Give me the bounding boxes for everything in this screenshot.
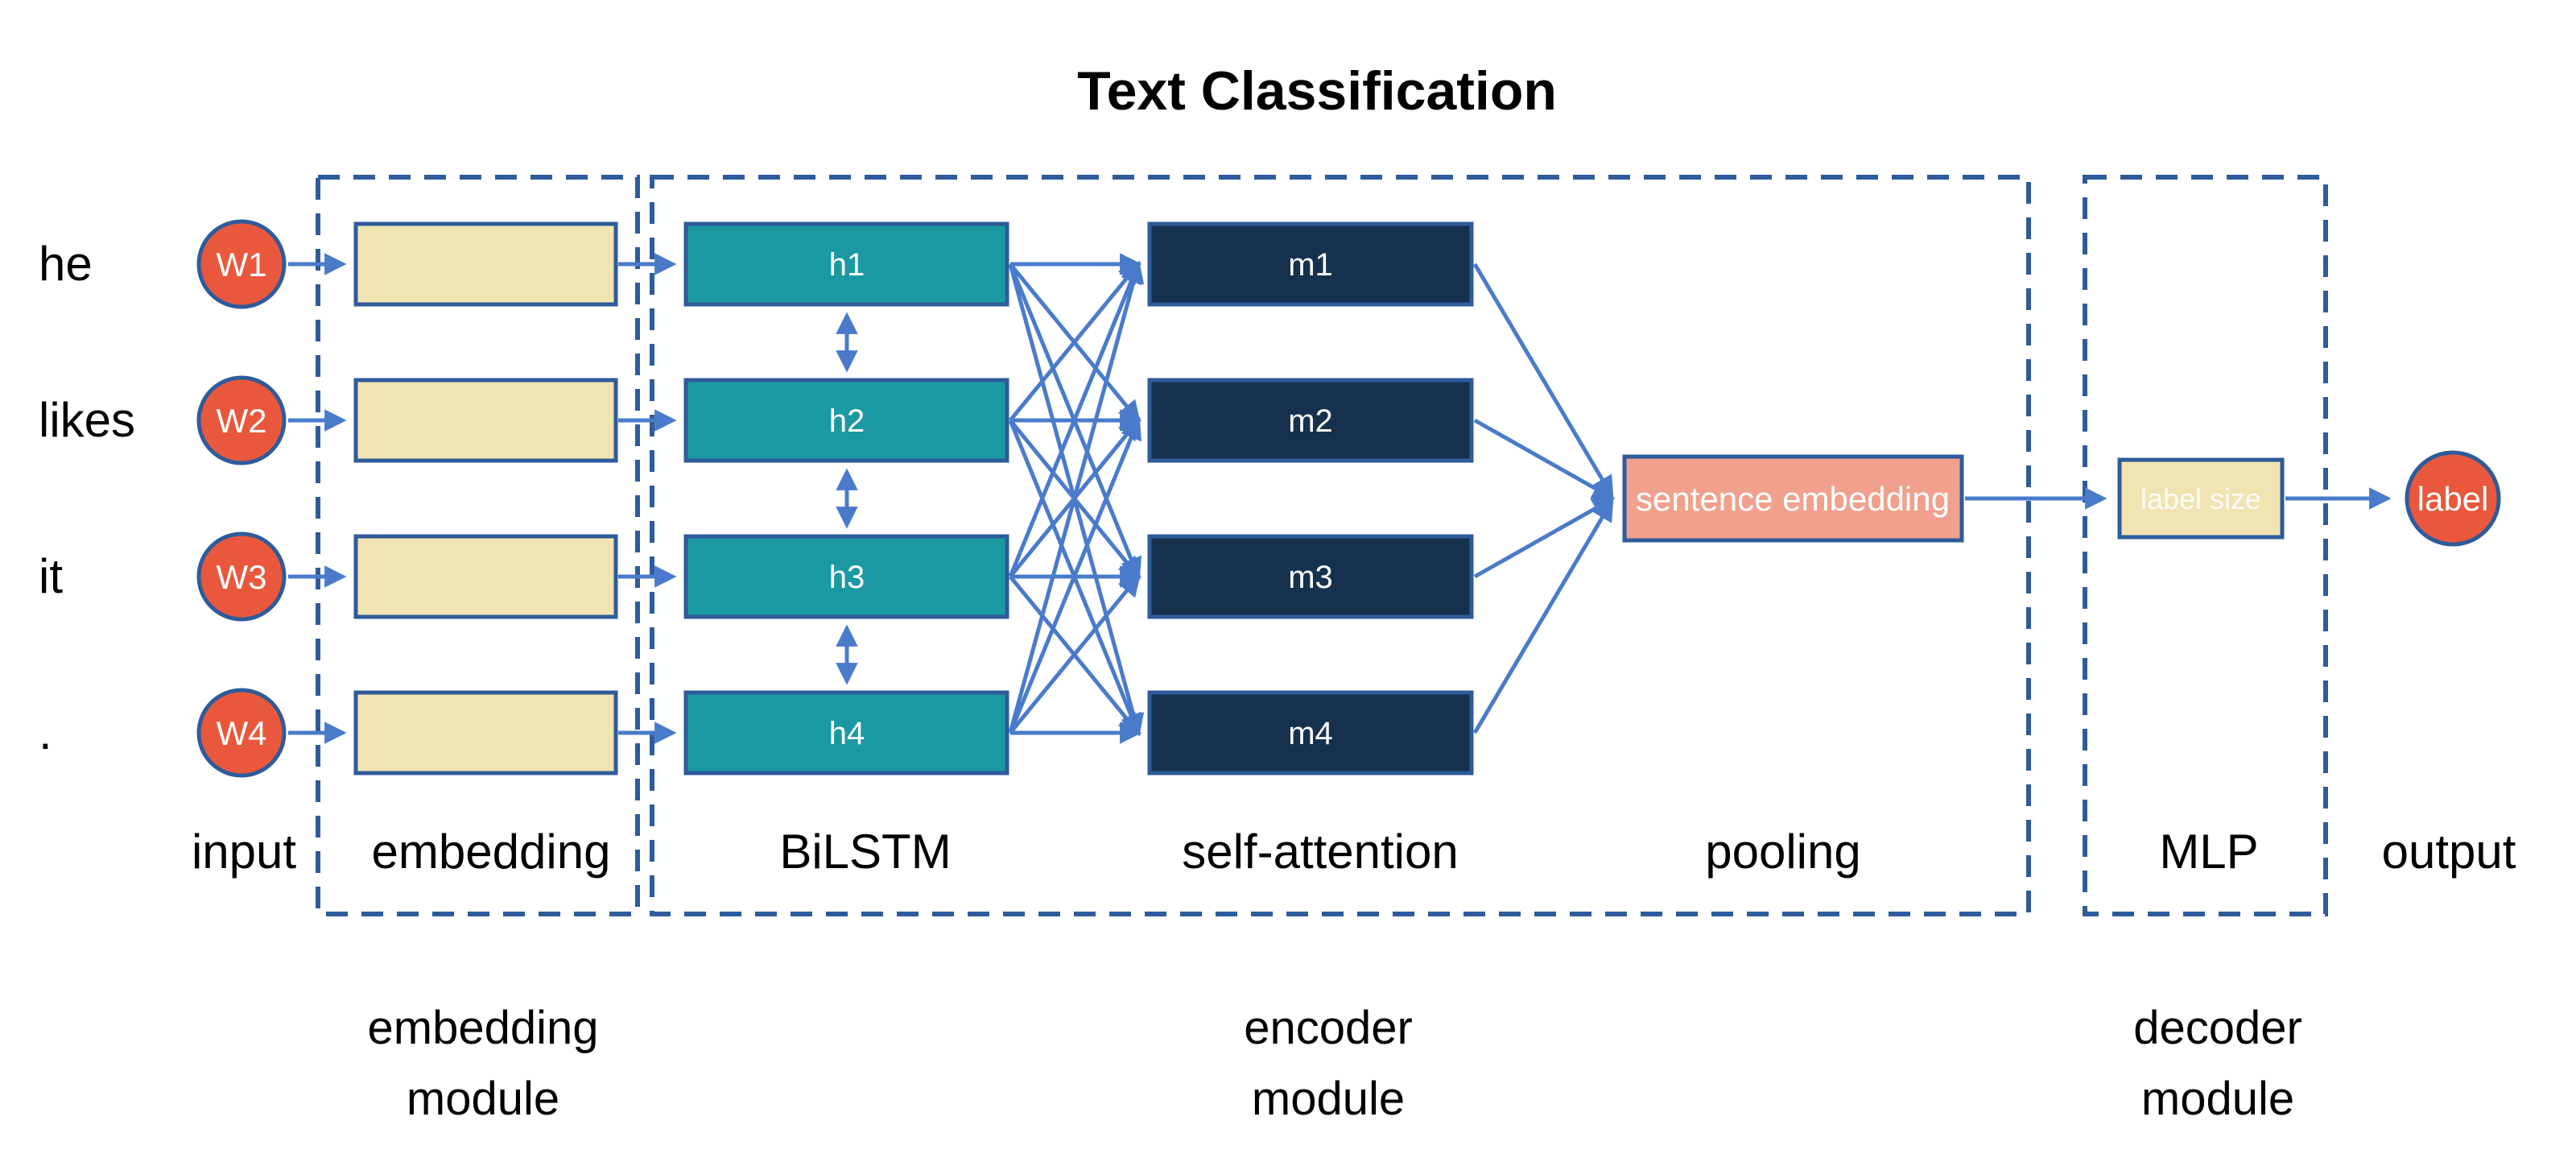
encoder-module-label-line2: module bbox=[1252, 1073, 1405, 1125]
attention-box-m4 bbox=[1147, 690, 1474, 775]
pooling-arrows bbox=[1472, 263, 1615, 734]
embedding-box-2 bbox=[353, 378, 618, 463]
output-label-node bbox=[2405, 450, 2501, 547]
word-node-w1 bbox=[196, 219, 287, 309]
bilstm-label-h4: h4 bbox=[829, 716, 865, 751]
bilstm-box-h4 bbox=[683, 690, 1009, 775]
word-node-w2 bbox=[196, 375, 287, 465]
bilstm-box-h2 bbox=[683, 378, 1009, 463]
attention-label-m3: m3 bbox=[1288, 560, 1333, 595]
attention-box-m3 bbox=[1147, 534, 1474, 619]
decoder-module-box bbox=[2083, 175, 2328, 916]
column-label-embedding: embedding bbox=[372, 825, 611, 879]
word-node-w4 bbox=[196, 688, 287, 778]
attention-box-m1 bbox=[1147, 221, 1474, 307]
bilstm-label-h3: h3 bbox=[829, 560, 865, 595]
column-label-pooling: pooling bbox=[1705, 825, 1861, 879]
embedding-module-label-line1: embedding bbox=[368, 1002, 599, 1054]
mlp-box-label: label size bbox=[2140, 482, 2261, 515]
sentence-embedding-label: sentence embedding bbox=[1636, 480, 1950, 518]
bilstm-label-h2: h2 bbox=[829, 403, 865, 439]
bilstm-box-h1 bbox=[683, 221, 1009, 307]
input-word: . bbox=[39, 705, 52, 759]
word-node-label: W2 bbox=[217, 402, 267, 440]
sentence-embedding-box bbox=[1622, 454, 1964, 543]
input-word: it bbox=[39, 549, 63, 603]
encoder-module-label-line1: encoder bbox=[1244, 1002, 1413, 1054]
column-label-self-attention: self-attention bbox=[1182, 825, 1459, 879]
embedding-box-1 bbox=[353, 221, 618, 307]
input-word: he bbox=[39, 237, 93, 291]
embedding-module-label-line2: module bbox=[407, 1073, 559, 1125]
encoder-module-box bbox=[650, 175, 2031, 916]
attention-label-m1: m1 bbox=[1288, 247, 1333, 283]
embedding-module-box bbox=[316, 175, 640, 916]
word-node-label: W3 bbox=[217, 558, 267, 596]
bilstm-box-h3 bbox=[683, 534, 1009, 619]
output-label-text: label bbox=[2417, 480, 2489, 518]
column-label-output: output bbox=[2382, 825, 2516, 879]
column-label-mlp: MLP bbox=[2159, 825, 2258, 879]
attention-label-m4: m4 bbox=[1288, 716, 1333, 751]
attention-label-m2: m2 bbox=[1288, 403, 1333, 439]
attention-box-m2 bbox=[1147, 378, 1474, 463]
embedding-box-4 bbox=[353, 690, 618, 775]
input-word: likes bbox=[39, 393, 135, 447]
mlp-box bbox=[2117, 457, 2285, 540]
decoder-module-label-line1: decoder bbox=[2133, 1002, 2302, 1054]
column-label-input: input bbox=[192, 825, 296, 879]
embedding-box-3 bbox=[353, 534, 618, 619]
word-node-label: W1 bbox=[217, 246, 267, 283]
word-node-label: W4 bbox=[217, 714, 267, 752]
attention-cross-arrows bbox=[1008, 253, 1145, 744]
decoder-module-label-line2: module bbox=[2141, 1073, 2294, 1125]
word-node-w3 bbox=[196, 531, 287, 622]
bilstm-label-h1: h1 bbox=[829, 247, 865, 283]
column-label-bilstm: BiLSTM bbox=[779, 825, 951, 879]
diagram-title: Text Classification bbox=[1077, 60, 1557, 122]
